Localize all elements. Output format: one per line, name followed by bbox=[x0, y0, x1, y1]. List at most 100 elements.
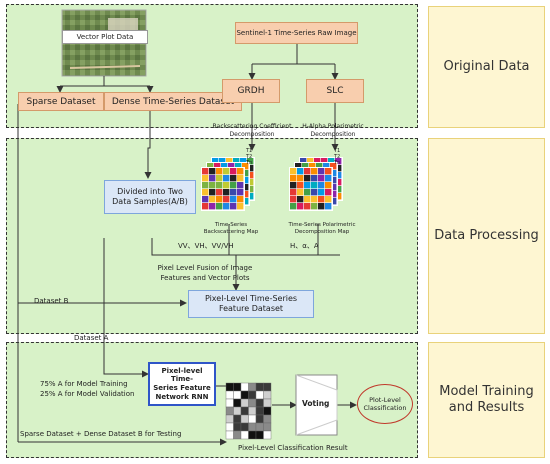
divided-samples-box: Divided into Two Data Samples(A/B) bbox=[104, 180, 196, 214]
cube-cell bbox=[223, 175, 230, 182]
cube-cell bbox=[325, 182, 332, 189]
cube-cell bbox=[230, 189, 237, 196]
result-cell bbox=[225, 414, 234, 424]
cube-cell bbox=[300, 158, 307, 165]
plot-class-line1: Plot-Level bbox=[369, 395, 401, 404]
cube-cell bbox=[325, 175, 332, 182]
halpha-decomp-label: H-Alpha Polarimetric Decomposition bbox=[290, 123, 376, 139]
pixel-result-text: Pixel-Level Classification Result bbox=[238, 444, 348, 452]
backscatter-decomp-label: Backscattering Coefficient Decomposition bbox=[202, 123, 302, 139]
cube-cell bbox=[219, 158, 226, 165]
cube-cell bbox=[297, 189, 304, 196]
result-cell bbox=[225, 422, 234, 432]
cube2-t1-text: T1 bbox=[334, 148, 341, 154]
sparse-dataset-box: Sparse Dataset bbox=[18, 92, 104, 111]
polarimetric-map-label: Time-Series Polarimetric Decomposition M… bbox=[282, 222, 362, 236]
grdh-text: GRDH bbox=[237, 86, 265, 96]
pixel-classification-grid bbox=[225, 382, 272, 440]
rnn-line2: Series Feature bbox=[153, 384, 211, 392]
result-cell bbox=[255, 390, 264, 400]
result-cell bbox=[225, 430, 234, 440]
cube-cell bbox=[297, 175, 304, 182]
result-cell bbox=[263, 430, 272, 440]
cube-cell bbox=[304, 189, 311, 196]
fusion-label: Pixel Level Fusion of Image Features and… bbox=[140, 264, 270, 284]
cube1-tn: Tn bbox=[246, 160, 252, 166]
plot-classification-ellipse: Plot-Level Classification bbox=[357, 384, 413, 424]
cube-cell bbox=[242, 198, 249, 205]
result-cell bbox=[240, 390, 249, 400]
cube-cell bbox=[230, 175, 237, 182]
voting-text: Voting bbox=[302, 399, 330, 408]
cube-cell bbox=[247, 193, 254, 200]
cube-cell bbox=[233, 158, 240, 165]
result-cell bbox=[225, 398, 234, 408]
cube-cell bbox=[237, 182, 244, 189]
cube-cell bbox=[209, 189, 216, 196]
result-cell bbox=[233, 414, 242, 424]
slc-box: SLC bbox=[306, 79, 364, 103]
cube-cell bbox=[318, 175, 325, 182]
rnn-box: Pixel-level Time- Series Feature Network… bbox=[148, 362, 216, 406]
polarimetric-map-line2: Decomposition Map bbox=[294, 229, 350, 236]
cube-cell bbox=[328, 158, 335, 165]
cube2-t2: T2 bbox=[334, 154, 340, 160]
side-label-processing: Data Processing bbox=[428, 138, 545, 334]
cube-cell bbox=[237, 168, 244, 175]
result-cell bbox=[248, 382, 257, 392]
dataset-b-text: Dataset B bbox=[34, 297, 69, 305]
cube-cell bbox=[311, 203, 318, 210]
cube-cell bbox=[237, 189, 244, 196]
feature-dataset-line2: Feature Dataset bbox=[218, 304, 284, 313]
cube2-t1: T1 bbox=[334, 148, 340, 154]
dense-dataset-text: Dense Time-Series Dataset bbox=[111, 96, 235, 107]
cube-cell bbox=[216, 189, 223, 196]
cube-cell bbox=[223, 189, 230, 196]
cube-cell bbox=[304, 175, 311, 182]
testing-text: Sparse Dataset + Dense Dataset B for Tes… bbox=[20, 430, 182, 438]
side-label-original-text: Original Data bbox=[443, 58, 530, 74]
cube-cell bbox=[318, 189, 325, 196]
result-cell bbox=[233, 390, 242, 400]
cube-cell bbox=[212, 158, 219, 165]
cube-cell bbox=[209, 203, 216, 210]
dataset-a-label: Dataset A bbox=[74, 334, 108, 342]
cube1-tn-text: Tn bbox=[246, 160, 253, 166]
divided-samples-line2: Data Samples(A/B) bbox=[112, 197, 188, 206]
cube-cell bbox=[247, 158, 254, 165]
result-cell bbox=[263, 390, 272, 400]
feature-dataset-line1: Pixel-Level Time-Series bbox=[204, 293, 298, 303]
cube-cell bbox=[216, 196, 223, 203]
result-cell bbox=[240, 430, 249, 440]
cube-cell bbox=[202, 196, 209, 203]
cube-cell bbox=[242, 184, 249, 191]
sentinel-raw-image-text: Sentinel-1 Time-Series Raw Image bbox=[236, 29, 357, 37]
result-cell bbox=[240, 398, 249, 408]
cube-cell bbox=[214, 163, 221, 170]
backscatter-map-line2: Backscattering Map bbox=[203, 229, 259, 236]
result-cell bbox=[255, 414, 264, 424]
result-cell bbox=[233, 406, 242, 416]
cube-cell bbox=[335, 158, 342, 165]
result-cell bbox=[255, 406, 264, 416]
cube-cell bbox=[330, 184, 337, 191]
result-cell bbox=[263, 414, 272, 424]
result-cell bbox=[248, 406, 257, 416]
cube-cell bbox=[304, 196, 311, 203]
result-cell bbox=[233, 398, 242, 408]
cube1-t2: T2 bbox=[246, 154, 252, 160]
cube-cell bbox=[330, 177, 337, 184]
cube-cell bbox=[318, 182, 325, 189]
cube-cell bbox=[230, 196, 237, 203]
cube-cell bbox=[247, 179, 254, 186]
cube-cell bbox=[237, 175, 244, 182]
cube-cell bbox=[330, 198, 337, 205]
cube-cell bbox=[318, 196, 325, 203]
cube-cell bbox=[209, 168, 216, 175]
cube-cell bbox=[216, 203, 223, 210]
divided-samples-line1: Divided into Two bbox=[117, 186, 183, 196]
vv-vh-label: VV、VH、VV/VH bbox=[178, 241, 234, 251]
cube-cell bbox=[304, 203, 311, 210]
testing-label: Sparse Dataset + Dense Dataset B for Tes… bbox=[20, 430, 181, 438]
